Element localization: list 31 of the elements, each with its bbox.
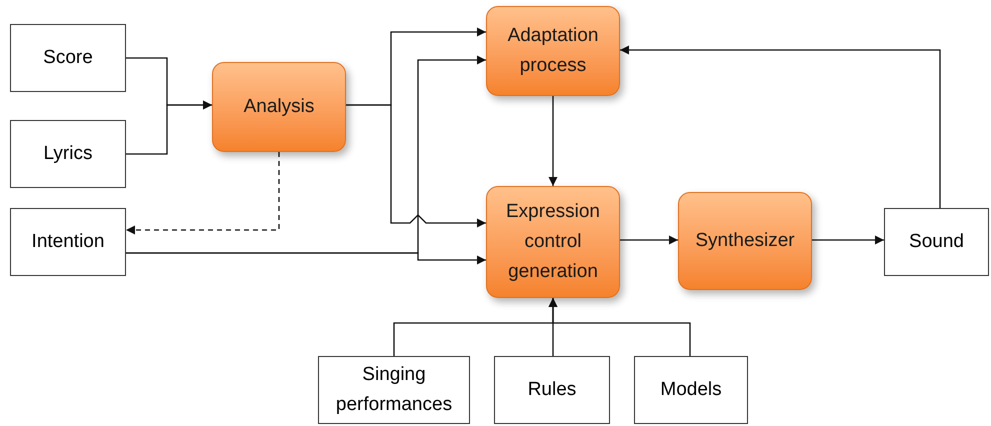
node-label: Score (43, 46, 93, 70)
input-box (494, 356, 610, 424)
node-label: Models (660, 378, 722, 402)
input-box (884, 208, 989, 276)
node-label: Adaptation process (506, 24, 600, 78)
arrow (620, 236, 678, 244)
arrow (548, 96, 558, 186)
node-label: Sound (909, 230, 964, 254)
arrow (346, 104, 486, 228)
node-label: Singing performances (334, 363, 454, 417)
node-label: Expression control generation (505, 200, 601, 284)
arrow (126, 100, 212, 155)
node-label: Synthesizer (695, 229, 795, 253)
process-box (486, 186, 620, 298)
arrow (548, 298, 691, 356)
input-box (10, 24, 126, 92)
node-label: Lyrics (44, 142, 92, 166)
input-box (634, 356, 748, 424)
arrow (126, 252, 486, 264)
process-box (212, 62, 346, 152)
arrow (620, 46, 941, 208)
node-label: Rules (528, 378, 576, 402)
input-box (10, 120, 126, 188)
node-label: Intention (32, 230, 104, 254)
process-box (678, 192, 812, 290)
input-box (10, 208, 126, 276)
dashed-arrow (126, 152, 280, 234)
arrow (812, 236, 884, 244)
node-label: Analysis (244, 95, 314, 119)
process-box (486, 6, 620, 96)
input-box (318, 356, 470, 424)
